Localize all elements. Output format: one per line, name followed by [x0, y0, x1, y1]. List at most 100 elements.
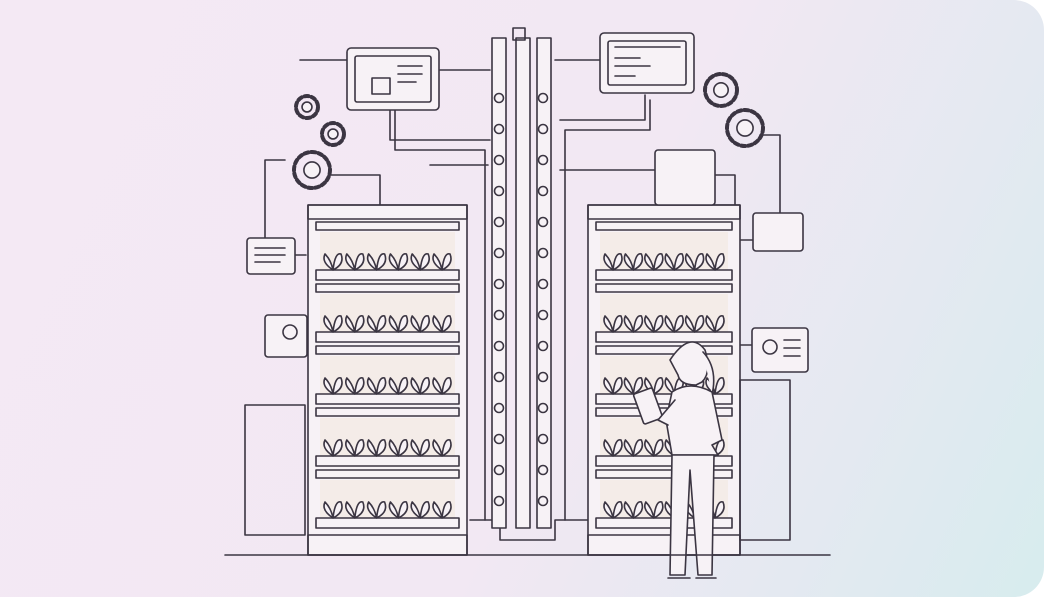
plant — [388, 253, 409, 271]
rack-top — [307, 204, 468, 220]
planter-tray — [315, 393, 460, 405]
gear-icon — [320, 121, 346, 147]
person-with-tablet — [632, 341, 723, 579]
plant — [388, 501, 409, 519]
plant — [366, 501, 387, 519]
grow-light — [595, 469, 733, 479]
tower-plant-pod — [493, 185, 505, 197]
plant — [705, 253, 725, 271]
tower-plant-pod — [493, 371, 505, 383]
plant — [603, 439, 623, 457]
plant — [644, 315, 664, 333]
tower-plant-pod — [537, 464, 549, 476]
plant — [432, 253, 452, 271]
plant — [388, 315, 409, 333]
plant — [432, 439, 452, 457]
tower-plant-pod — [537, 402, 549, 414]
plant — [345, 501, 365, 519]
plant — [323, 253, 343, 271]
plant — [410, 501, 430, 519]
gear-icon — [703, 72, 739, 108]
planter-tray — [315, 331, 460, 343]
plant — [410, 253, 430, 271]
tower-plant-pod — [537, 340, 549, 352]
tower-plant-pod — [537, 92, 549, 104]
light-glow — [320, 356, 455, 394]
grow-light — [315, 407, 460, 417]
planter-tray — [595, 331, 733, 343]
planter-tray — [595, 269, 733, 281]
light-glow — [320, 232, 455, 270]
plant — [603, 253, 623, 271]
plant — [705, 315, 725, 333]
grow-light — [315, 469, 460, 479]
grow-light — [315, 283, 460, 293]
plant — [410, 377, 430, 395]
plant — [664, 315, 684, 333]
gear-icon — [303, 161, 321, 179]
tower-plant-pod — [493, 340, 505, 352]
plant — [345, 439, 365, 457]
plant — [623, 439, 644, 457]
tower-plant-pod — [537, 433, 549, 445]
plant — [366, 315, 387, 333]
tower-plant-pod — [493, 309, 505, 321]
tower-plant-pod — [537, 216, 549, 228]
pipe-cap — [512, 27, 526, 41]
plant — [644, 253, 664, 271]
grow-light — [595, 283, 733, 293]
tower-plant-pod — [537, 495, 549, 507]
control-panels — [244, 32, 809, 541]
tower-plant-pod — [537, 371, 549, 383]
planter-tray — [595, 517, 733, 529]
tower-plant-pod — [493, 495, 505, 507]
planter-tray — [315, 517, 460, 529]
light-glow — [320, 480, 455, 518]
plant — [410, 315, 430, 333]
plant — [388, 377, 409, 395]
plant — [623, 253, 644, 271]
plant — [323, 377, 343, 395]
plant — [366, 253, 387, 271]
tower-plant-pod — [493, 402, 505, 414]
gear-icon — [292, 150, 332, 190]
tower-plant-pod — [493, 92, 505, 104]
tower-plant-pod — [493, 278, 505, 290]
grow-racks — [307, 204, 741, 556]
planter-tray — [315, 269, 460, 281]
plant — [410, 439, 430, 457]
plant — [323, 439, 343, 457]
planter-tray — [595, 455, 733, 467]
grow-light — [315, 345, 460, 355]
gear-icons — [292, 72, 765, 190]
vertical-pipe — [515, 37, 531, 529]
plant — [432, 315, 452, 333]
grow-light — [595, 221, 733, 231]
plant — [644, 501, 664, 519]
grow-light — [595, 345, 733, 355]
plant — [603, 315, 623, 333]
plant — [623, 315, 644, 333]
plant — [644, 439, 664, 457]
gear-icon — [327, 128, 339, 140]
tower-plant-pod — [537, 185, 549, 197]
plant — [345, 377, 365, 395]
plant — [684, 253, 705, 271]
tower-plant-pod — [537, 247, 549, 259]
gear-icon — [294, 94, 320, 120]
plant — [366, 377, 387, 395]
plant — [432, 501, 452, 519]
tower-plant-pod — [537, 154, 549, 166]
plant — [603, 377, 623, 395]
tower-plant-pod — [537, 278, 549, 290]
gear-icon — [736, 119, 754, 137]
tower-plant-pod — [493, 464, 505, 476]
tower-plant-pod — [493, 433, 505, 445]
plant — [345, 315, 365, 333]
plant — [345, 253, 365, 271]
gear-icon — [301, 101, 313, 113]
plant — [664, 253, 684, 271]
plant — [323, 501, 343, 519]
